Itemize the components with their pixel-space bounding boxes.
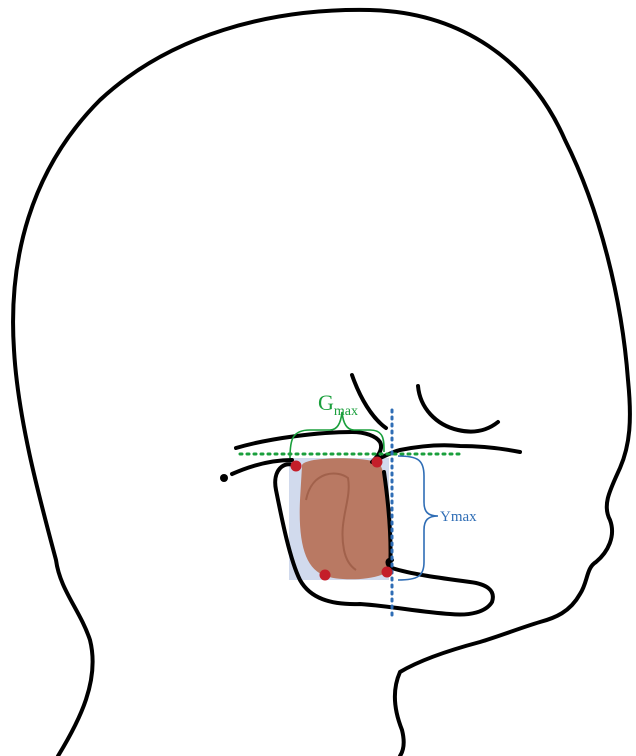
g-max-label-base: G: [318, 390, 334, 415]
landmark-point-bottom-right: [382, 567, 393, 578]
head-outline: [13, 10, 630, 756]
ear-dot: [220, 474, 228, 482]
eye-upper-curve: [352, 375, 386, 428]
y-max-label: Ymax: [440, 509, 477, 525]
eye-closed-curve: [418, 386, 498, 432]
landmark-point-bottom-left: [320, 570, 331, 581]
y-max-brace: [398, 456, 438, 580]
landmark-point-top-right: [372, 457, 383, 468]
g-max-label: Gmax: [318, 390, 358, 419]
landmark-point-top-left: [291, 461, 302, 472]
g-max-label-subscript: max: [334, 404, 358, 419]
